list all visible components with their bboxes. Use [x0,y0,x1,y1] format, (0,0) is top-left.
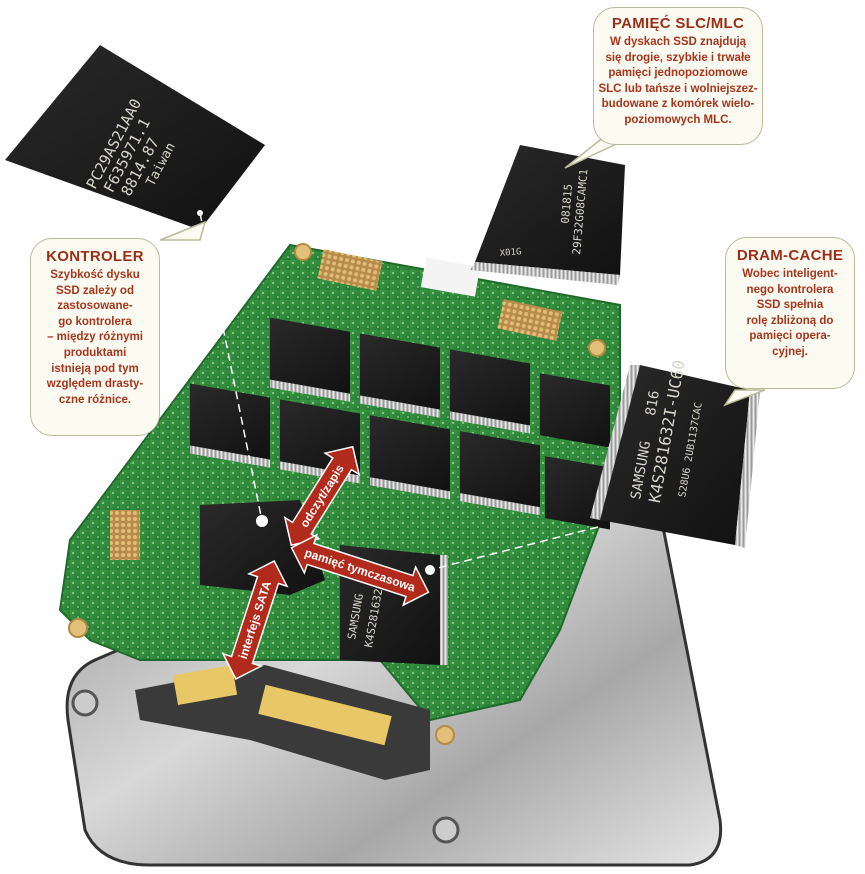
callout-slc-mlc: PAMIĘĆ SLC/MLC W dyskach SSD znajdują si… [593,7,763,145]
dram-chip-detail: SAMSUNG 816 K4S281632I-UC60 S28U6 2UB113… [590,359,760,548]
callout-body: W dyskach SSD znajdują się drogie, szybk… [598,36,758,126]
pointer-lines [199,212,599,571]
controller-chip-detail: PC29AS21AA0 F635971.1 8814.87 Taiwan [5,45,265,230]
callout-title: KONTROLER [46,248,144,265]
callout-title: DRAM-CACHE [736,247,844,264]
callout-body: Wobec inteligent- nego kontrolera SSD sp… [742,268,838,358]
svg-text:X01G: X01G [499,247,521,259]
callout-dram-cache: DRAM-CACHE Wobec inteligent- nego kontro… [725,237,855,389]
sata-connector [135,665,430,780]
callout-body: Szybkość dysku SSD zależy od zastosowane… [46,269,144,406]
flash-chip-detail: 29F32G08CAMC1 081815 X01G [470,145,625,285]
svg-text:081815: 081815 [559,183,575,224]
callout-title: PAMIĘĆ SLC/MLC [611,15,745,32]
callout-kontroler: KONTROLER Szybkość dysku SSD zależy od z… [30,238,160,436]
svg-text:816: 816 [643,389,663,417]
